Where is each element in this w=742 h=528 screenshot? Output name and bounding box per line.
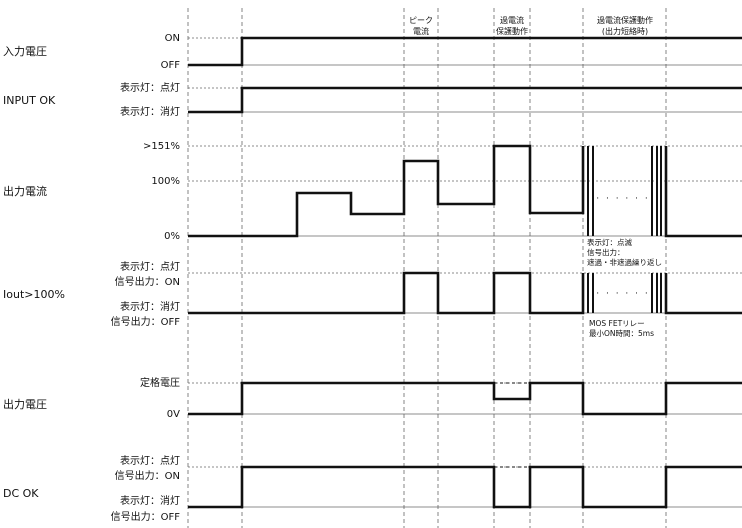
level-label: 表示灯：消灯	[120, 494, 180, 507]
row-label-input-ok: INPUT OK	[3, 94, 56, 107]
level-label: 100%	[151, 176, 180, 187]
waveform-dc-ok	[188, 465, 742, 509]
level-label: >151%	[143, 141, 180, 152]
row-label-input-voltage: 入力電圧	[3, 45, 47, 58]
level-label: 0%	[164, 231, 180, 242]
level-label: 信号出力：OFF	[111, 510, 181, 523]
waveform-output-current-end	[664, 146, 742, 238]
level-label: 0V	[167, 409, 180, 420]
row-label-dc-ok: DC OK	[3, 487, 39, 500]
row-label-output-current: 出力電流	[3, 184, 47, 198]
level-label: 表示灯：消灯	[120, 300, 180, 313]
note-blink-2: 信号出力：	[587, 247, 625, 257]
level-label: 信号出力：ON	[115, 469, 180, 482]
phase-label-overcurrent-1: 過電流	[500, 15, 524, 25]
waveform-output-current	[188, 144, 585, 238]
pulse-dots-iout: · · · · · ·	[596, 289, 649, 299]
waveform-output-voltage	[188, 381, 742, 416]
phase-guides	[187, 8, 667, 528]
level-label: OFF	[161, 60, 181, 71]
waveform-iout-signal	[188, 271, 585, 315]
row-label-output-voltage: 出力電圧	[3, 397, 47, 411]
reference-lines	[188, 37, 742, 508]
waveforms	[188, 36, 742, 509]
pulse-trains	[587, 146, 662, 313]
note-blink-1: 表示灯：点滅	[587, 237, 632, 247]
waveform-input-ok	[188, 86, 742, 114]
level-label: ON	[165, 33, 180, 44]
note-mosfet-1: MOS FETリレー	[589, 319, 645, 328]
phase-label-peak-2: 電流	[413, 26, 429, 36]
note-blink-3: 遮過・非遮過繰り返し	[587, 257, 662, 267]
level-label: 表示灯：消灯	[120, 105, 180, 118]
phase-label-overcurrent-2: 保護動作	[496, 26, 528, 36]
level-label: 信号出力：OFF	[111, 315, 181, 328]
phase-label-short-1: 過電流保護動作	[597, 15, 653, 25]
level-label: 定格電圧	[140, 376, 180, 389]
waveform-input-voltage	[188, 36, 742, 67]
level-label: 信号出力：ON	[115, 275, 180, 288]
phase-label-short-2: (出力短絡時)	[602, 26, 648, 36]
level-label: 表示灯：点灯	[120, 81, 180, 94]
level-label: 表示灯：点灯	[120, 454, 180, 467]
pulse-dots-current: · · · · · ·	[596, 194, 649, 204]
dashed-continuations	[494, 382, 530, 468]
note-mosfet-2: 最小ON時間：5ms	[589, 329, 654, 338]
row-label-iout: Iout>100%	[3, 288, 65, 301]
level-label: 表示灯：点灯	[120, 260, 180, 273]
phase-label-peak-1: ピーク	[409, 16, 433, 25]
waveform-iout-signal-end	[664, 273, 742, 315]
